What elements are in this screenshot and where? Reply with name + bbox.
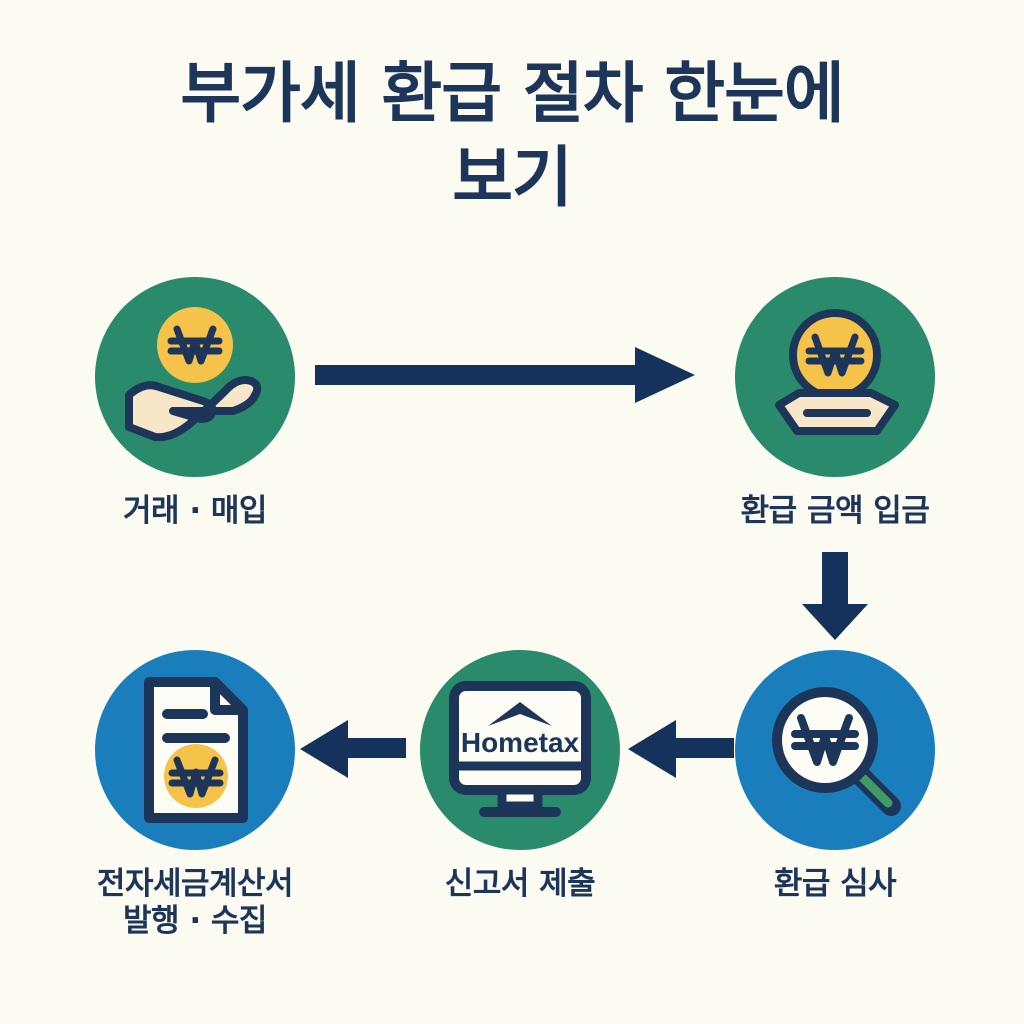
hand-holding-won-coin-icon <box>125 307 262 442</box>
monitor-screen-text: Hometax <box>461 727 580 758</box>
flow-node-etax-invoice[interactable]: 전자세금계산서 발행 · 수집 <box>90 650 300 940</box>
node-circle-blue <box>735 650 935 850</box>
node-circle-green: Hometax <box>420 650 620 850</box>
arrow-right-transaction-to-deposit <box>315 345 695 409</box>
document-won-icon <box>144 677 248 823</box>
monitor-hometax-icon: Hometax <box>449 681 591 817</box>
hand-receiving-won-coin-icon <box>775 309 899 435</box>
flow-node-label: 환급 금액 입금 <box>740 493 930 529</box>
node-circle-blue <box>95 650 295 850</box>
arrow-down-deposit-to-review <box>800 552 870 644</box>
flow-node-refund-deposit[interactable]: 환급 금액 입금 <box>730 277 940 530</box>
magnifier-won-icon <box>772 687 901 816</box>
flow-node-submit-return[interactable]: Hometax 신고서 제출 <box>415 650 625 903</box>
node-circle-green <box>95 277 295 477</box>
page-title: 부가세 환급 절차 한눈에 보기 <box>180 55 844 217</box>
flow-node-label: 전자세금계산서 발행 · 수집 <box>96 866 294 940</box>
flow-node-transaction[interactable]: 거래 · 매입 <box>90 277 300 530</box>
arrow-left-submit-to-etax <box>300 718 406 784</box>
flow-node-label: 환급 심사 <box>773 866 897 902</box>
flow-node-label: 신고서 제출 <box>444 866 596 902</box>
flow-node-refund-review[interactable]: 환급 심사 <box>730 650 940 903</box>
flow-node-label: 거래 · 매입 <box>123 493 267 529</box>
arrow-left-review-to-submit <box>628 718 734 784</box>
node-circle-green <box>735 277 935 477</box>
